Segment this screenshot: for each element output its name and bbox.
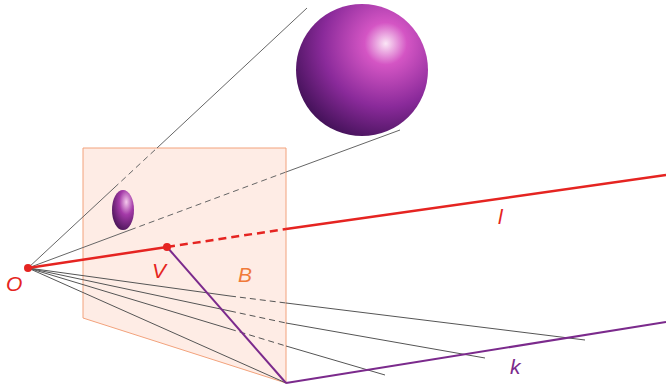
- projection-rays: [28, 268, 585, 383]
- plane-label: B: [238, 264, 252, 285]
- sphere: [296, 4, 428, 136]
- point-label: V: [152, 260, 166, 281]
- line-label: l: [498, 206, 503, 227]
- point-v: [163, 243, 171, 251]
- line-l: [28, 175, 666, 268]
- line-k: [167, 247, 666, 383]
- point-label: O: [6, 273, 22, 294]
- line-label: k: [510, 356, 521, 377]
- image-plane: [83, 148, 286, 383]
- point-o: [24, 264, 32, 272]
- sphere-image: [112, 190, 134, 230]
